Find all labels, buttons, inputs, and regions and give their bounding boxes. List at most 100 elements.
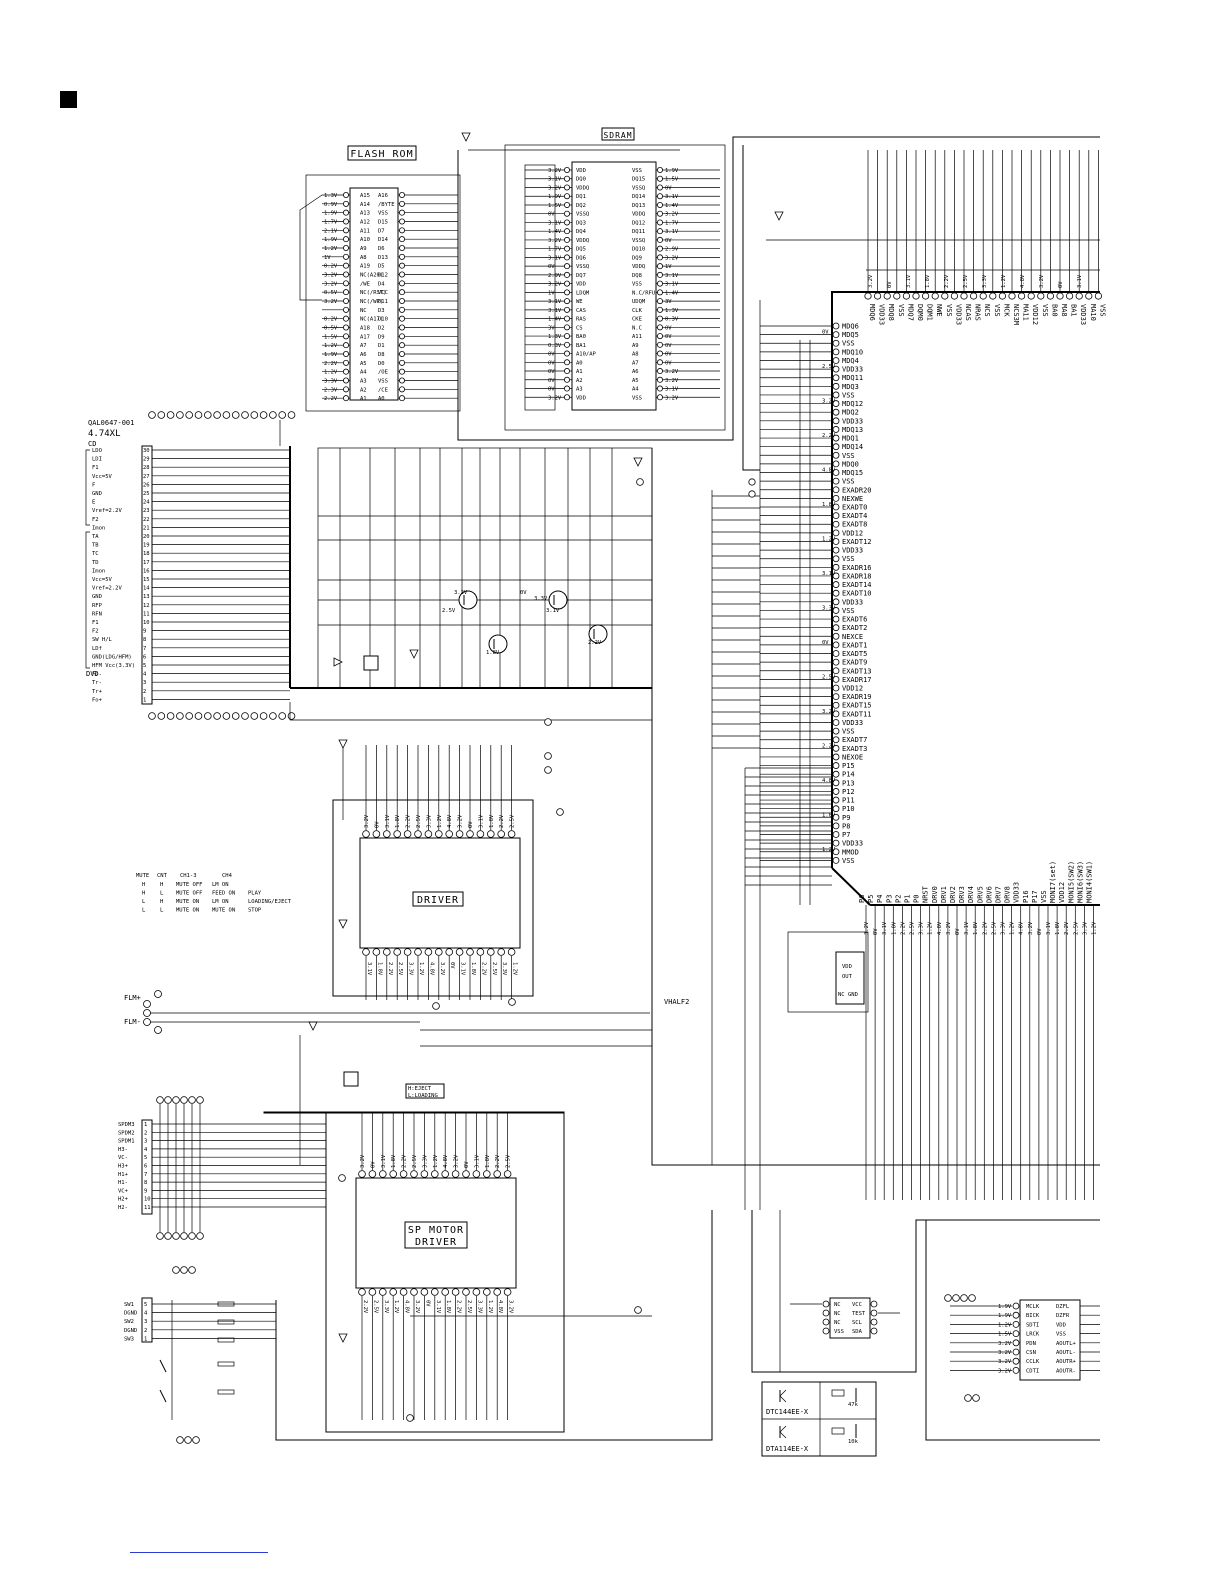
- flash-pin-terminal: [342, 289, 349, 296]
- sdram-pin-label-left: VSSQ: [576, 212, 589, 218]
- dsp-bottom-pin-label: DRV2: [949, 886, 957, 903]
- dac-pin-voltage: 3.2V: [998, 1350, 1012, 1356]
- dsp-bottom-voltage: 1.8V: [1055, 921, 1061, 935]
- flash-pin-voltage: 3.2V: [324, 281, 338, 287]
- sp-top-pin: [503, 1170, 512, 1178]
- driver-top-pin: [393, 830, 402, 838]
- dsp-left-pin-terminal: [832, 727, 840, 735]
- dac-pin-left: [1012, 1339, 1020, 1347]
- flash-addr-line: [299, 194, 323, 301]
- dsp-left-pin-terminal: [832, 555, 840, 563]
- flash-pin-terminal: [342, 209, 349, 216]
- flash-pin-terminal: [342, 200, 349, 207]
- pickup-test-point-top: [259, 411, 268, 419]
- dsp-left-pin-label: VSS: [842, 391, 855, 399]
- flash-pin-voltage: 0.9V: [324, 202, 338, 208]
- pickup-pin-number: 24: [143, 500, 150, 506]
- sdram-pin-label-right: A7: [632, 360, 639, 366]
- spdm-pin-number: 8: [144, 1180, 147, 1186]
- dsp-left-voltage: 2.2V: [822, 743, 836, 749]
- pickup-pin-name: GND: [92, 491, 102, 497]
- mute-table-header: CH4: [222, 873, 233, 879]
- sp-voltage: 2.5V: [506, 1154, 512, 1168]
- flash-pin-terminal: [398, 342, 405, 349]
- flash-pin-label-left: A2: [360, 387, 367, 393]
- pickup-pin-number: 14: [143, 586, 150, 592]
- sp-voltage: 3.2V: [508, 1300, 514, 1314]
- mute-table-header: CH1-3: [180, 873, 197, 879]
- pickup-connector: [141, 445, 153, 705]
- dsp-bottom-pin-label: P3: [885, 895, 893, 903]
- driver-voltage: 3.3V: [408, 962, 414, 976]
- spdm-test-point-bottom: [164, 1232, 172, 1240]
- dsp-left-pin-label: VSS: [842, 452, 855, 460]
- dsp-bottom-pin-label: MONI7(set): [1049, 861, 1057, 903]
- dsp-left-pin-label: EXADR16: [842, 564, 872, 572]
- sp-bottom-pin: [451, 1288, 460, 1296]
- dsp-left-pin-label: VSS: [842, 478, 855, 486]
- sdram-pin-voltage: 1V: [548, 290, 555, 296]
- dsp-bottom-pin-label: P4: [876, 895, 884, 903]
- sdram-pin-label-right: CKE: [632, 317, 642, 323]
- dsp-left-pin-label: EXADT5: [842, 650, 867, 658]
- pickup-pin-number: 23: [143, 508, 150, 514]
- eeprom-pin-label-left: NC: [834, 1302, 841, 1308]
- dsp-bottom-voltage: 2.5V: [991, 921, 997, 935]
- test-point: [544, 766, 552, 774]
- pickup-test-point-bottom: [269, 712, 277, 720]
- test-point: [748, 478, 756, 486]
- sdram-pin-terminal: [657, 359, 664, 366]
- driver-voltage: 4.8V: [447, 814, 453, 828]
- dsp-left-voltage: 3.2V: [822, 709, 836, 715]
- driver-voltage: 1.8V: [489, 814, 495, 828]
- dac-pin-label-left: CDTI: [1026, 1368, 1039, 1374]
- driver-bottom-pin: [507, 948, 516, 956]
- dsp-top-pin-label: VSS: [945, 304, 953, 317]
- pickup-test-point-top: [194, 411, 203, 419]
- sdram-pin-voltage-right: 0V: [665, 360, 672, 366]
- dsp-top-pin-label: MDQ8: [887, 304, 895, 321]
- dsp-bottom-pin-label: P5: [867, 895, 875, 903]
- mute-table-cell: MUTE OFF: [176, 882, 203, 888]
- flash-pin-label-left: A10: [360, 237, 370, 243]
- driver-voltage: 3.2V: [439, 962, 445, 976]
- sdram-pin-terminal: [657, 228, 664, 235]
- test-point: [544, 752, 552, 760]
- sdram-pin-terminal: [657, 350, 664, 357]
- mute-table-cell: L: [160, 908, 164, 914]
- dsp-top-pin-terminal: [912, 292, 920, 300]
- pickup-pin-number: 30: [143, 448, 150, 454]
- sp-voltage: 3.3V: [476, 1300, 482, 1314]
- sdram-pin-voltage-right: 3.1V: [665, 387, 679, 393]
- regulator-symbol: [363, 655, 379, 671]
- sdram-pin-label-right: N.C/RFU: [632, 290, 655, 296]
- sdram-pin-terminal: [657, 315, 664, 322]
- dsp-top-pin-terminal: [902, 292, 911, 300]
- sdram-pin-terminal: [564, 359, 571, 366]
- flash-pin-label-left: A18: [360, 326, 370, 332]
- dsp-left-voltage: 0V: [822, 330, 829, 336]
- sdram-pin-label-right: N.C: [632, 325, 642, 331]
- pickup-test-point-bottom: [259, 712, 268, 720]
- driver-label-box: [412, 891, 464, 907]
- pickup-pin-name: GND(LDG/HFM): [92, 654, 132, 660]
- flash-pin-label-right: D15: [378, 220, 388, 226]
- pickup-test-point-top: [157, 411, 166, 419]
- sdram-pin-terminal: [657, 236, 664, 243]
- driver-voltage: 2.2V: [480, 962, 486, 976]
- sp-bottom-pin: [482, 1288, 491, 1296]
- sdram-pin-terminal: [564, 298, 571, 305]
- pickup-pin-name: LDI: [92, 457, 102, 463]
- driver-voltage: 2.2V: [387, 962, 393, 976]
- dsp-top-pin-terminal: [979, 292, 987, 300]
- dsp-left-pin-terminal: [832, 512, 840, 520]
- sdram-pin-terminal: [564, 254, 571, 261]
- sdram-pin-voltage-right: 0V: [665, 352, 672, 358]
- driver-top-pin: [445, 830, 454, 838]
- dsp-left-pin-label: MDQ0: [842, 460, 859, 468]
- sdram-pin-label-right: A9: [632, 343, 639, 349]
- driver-voltage: 3.2V: [364, 814, 370, 828]
- flash-pin-label-right: D10: [378, 317, 388, 323]
- pickup-test-point-bottom: [213, 712, 221, 720]
- spdm-pin-number: 6: [144, 1164, 147, 1170]
